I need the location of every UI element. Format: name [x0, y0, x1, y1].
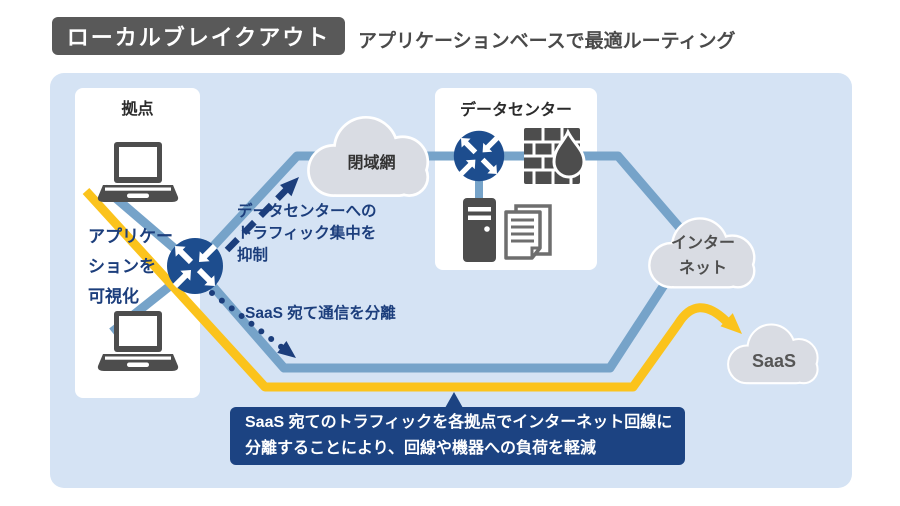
saas-label: SaaS [751, 351, 797, 371]
app-visibility-note: アプリケー ションを 可視化 [88, 222, 173, 312]
callout-line-1: SaaS 宛てのトラフィックを各拠点でインターネット回線に [245, 414, 673, 431]
datacenter-label: データセンター [459, 102, 572, 119]
page-subtitle: アプリケーションベースで最適ルーティング [358, 31, 736, 52]
app-visibility-line-3: 可視化 [88, 287, 139, 306]
callout-line-2: 分離することにより、回線や機器への負荷を軽減 [245, 440, 597, 457]
internet-label-line-2: ネット [678, 260, 727, 277]
dc-traffic-line-2: トラフィック集中を [237, 225, 377, 242]
dc-traffic-line-1: データセンターへの [237, 203, 377, 220]
site-label: 拠点 [121, 101, 154, 118]
app-visibility-line-1: アプリケー [88, 227, 173, 246]
dc-traffic-line-3: 抑制 [237, 247, 269, 264]
callout-box: SaaS 宛てのトラフィックを各拠点でインターネット回線に 分離することにより、… [230, 392, 685, 465]
closed-network-label: 閉域網 [347, 155, 396, 172]
app-visibility-line-2: ションを [88, 257, 156, 276]
saas-split-note: SaaS 宛て通信を分離 [245, 305, 396, 322]
callout-pointer [445, 392, 463, 408]
dc-traffic-note: データセンターへの トラフィック集中を 抑制 [237, 201, 377, 267]
internet-label: インター ネット [643, 231, 763, 281]
page-title: ローカルブレイクアウト [52, 17, 345, 55]
internet-label-line-1: インター [670, 235, 735, 252]
